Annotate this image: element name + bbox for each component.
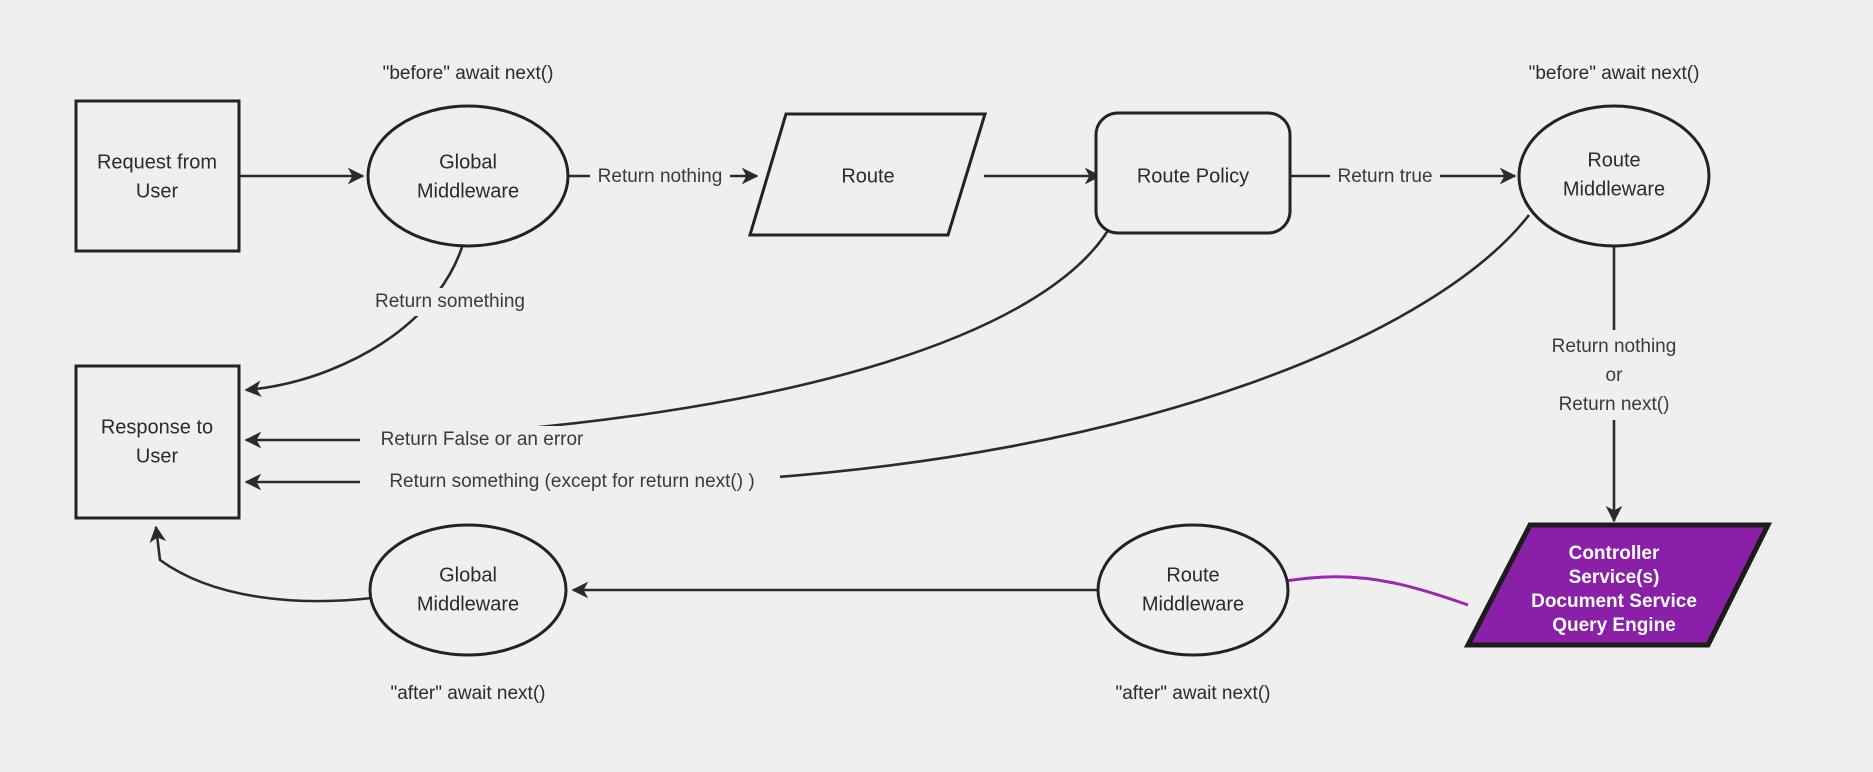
request-from-user-box <box>74 99 241 253</box>
route-middleware-after-ellipse <box>1096 523 1290 657</box>
edge-label-return-nothing-or-next-line1: Return nothing <box>1552 336 1677 357</box>
edge-label-return-true: Return true <box>1337 166 1432 187</box>
edge-global-middleware-to-response <box>244 211 470 398</box>
note-before-global-middleware: "before" await next() <box>383 63 554 84</box>
edge-label-return-false-or-error: Return False or an error <box>381 429 584 450</box>
edge-label-return-something: Return something <box>375 291 525 312</box>
route-middleware-before-ellipse <box>1517 104 1711 248</box>
node-response-to-user[interactable]: Response to User <box>74 364 241 520</box>
request-from-user-label-line1: Request from <box>97 151 217 173</box>
global-middleware-after-ellipse <box>368 523 568 657</box>
route-middleware-before-label-line1: Route <box>1587 149 1640 171</box>
route-policy-label: Route Policy <box>1137 165 1249 187</box>
edge-label-bg-return-nothing-or-next <box>1520 330 1710 420</box>
note-after-global-middleware: "after" await next() <box>391 683 546 704</box>
edge-label-return-nothing: Return nothing <box>598 166 723 187</box>
route-middleware-after-label-line1: Route <box>1166 564 1219 586</box>
global-middleware-before-ellipse <box>366 104 570 248</box>
global-middleware-before-label-line2: Middleware <box>417 180 519 202</box>
controller-services-label-line3: Document Service <box>1531 591 1697 612</box>
edge-route-middleware-to-response <box>244 214 1531 491</box>
response-to-user-label-line2: User <box>136 445 179 467</box>
controller-services-label-line1: Controller <box>1569 543 1660 564</box>
global-middleware-after-label-line2: Middleware <box>417 593 519 615</box>
node-route-middleware-after[interactable]: Route Middleware <box>1096 523 1290 657</box>
edge-global-middleware-after-to-response <box>149 525 373 603</box>
route-parallelogram <box>747 112 988 237</box>
request-from-user-label-line2: User <box>136 180 179 202</box>
edge-label-bg-return-nothing <box>590 162 730 190</box>
edge-label-bg-return-something <box>360 288 540 316</box>
controller-services-parallelogram <box>1463 522 1773 648</box>
node-route[interactable]: Route <box>747 112 988 237</box>
edge-label-return-something-except-next: Return something (except for return next… <box>389 471 754 492</box>
note-before-route-middleware: "before" await next() <box>1529 63 1700 84</box>
node-request-from-user[interactable]: Request from User <box>74 99 241 253</box>
route-label: Route <box>841 165 894 187</box>
node-controller-services[interactable]: Controller Service(s) Document Service Q… <box>1463 522 1773 648</box>
node-route-middleware-before[interactable]: Route Middleware <box>1517 104 1711 248</box>
controller-services-label-line4: Query Engine <box>1552 615 1676 636</box>
edge-label-bg-return-true <box>1330 162 1440 190</box>
node-global-middleware-before[interactable]: Global Middleware <box>366 104 570 248</box>
edge-label-return-nothing-or-next-line3: Return next() <box>1559 394 1670 415</box>
controller-services-label-line2: Service(s) <box>1569 567 1660 588</box>
route-policy-box <box>1094 111 1292 235</box>
global-middleware-after-label-line1: Global <box>439 564 497 586</box>
edge-label-return-nothing-or-next-line2: or <box>1606 365 1624 386</box>
response-to-user-label-line1: Response to <box>101 416 213 438</box>
node-route-policy[interactable]: Route Policy <box>1094 111 1292 235</box>
response-to-user-box <box>74 364 241 520</box>
route-middleware-after-label-line2: Middleware <box>1142 593 1244 615</box>
node-global-middleware-after[interactable]: Global Middleware <box>368 523 568 657</box>
edge-label-bg-return-something-except <box>360 468 780 496</box>
edge-route-policy-to-response <box>244 217 1117 449</box>
note-after-route-middleware: "after" await next() <box>1116 683 1271 704</box>
route-middleware-before-label-line2: Middleware <box>1563 178 1665 200</box>
edge-label-bg-return-false <box>360 426 620 454</box>
global-middleware-before-label-line1: Global <box>439 151 497 173</box>
